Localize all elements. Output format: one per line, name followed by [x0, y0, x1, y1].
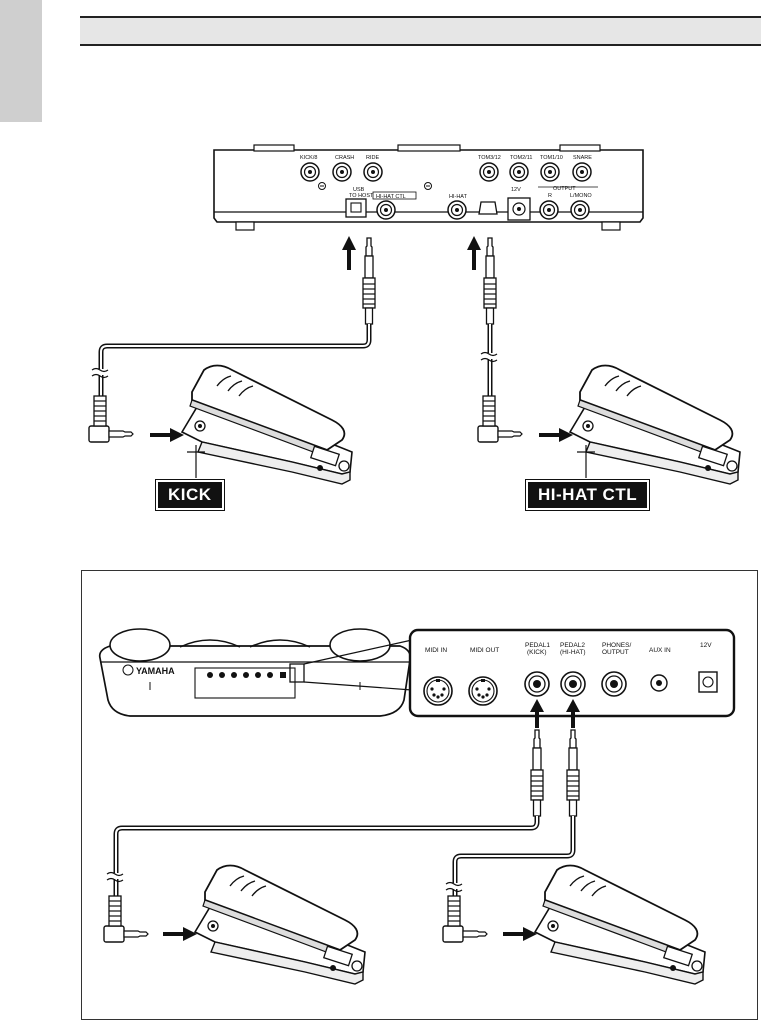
jack-kick[interactable]: [300, 162, 320, 182]
jack-label-snare: SNARE: [573, 155, 592, 161]
plug-pedal2: [566, 729, 580, 817]
jack-hihat-ctl[interactable]: [376, 200, 396, 220]
section-side-tab: [0, 0, 42, 122]
pedal1-jack[interactable]: [524, 671, 550, 697]
pedal1-label: PEDAL1: [525, 642, 550, 649]
jack-label-tom2: TOM2/11: [510, 155, 532, 161]
pedal2-jack[interactable]: [560, 671, 586, 697]
bottom-connection-panel: YAMAHA MIDI IN MIDI OUT PEDAL1 (KICK) PE…: [81, 570, 758, 1020]
phones-sub-label: OUTPUT: [602, 649, 629, 656]
jack-hihat[interactable]: [447, 200, 467, 220]
aux-in-jack[interactable]: [650, 674, 668, 692]
plug-pedal1: [530, 729, 544, 817]
aux-in-label: AUX IN: [649, 647, 671, 654]
midi-out-jack[interactable]: [468, 676, 498, 706]
jack-output-l[interactable]: [570, 200, 590, 220]
bottom-connection-diagram: YAMAHA MIDI IN MIDI OUT PEDAL1 (KICK) PE…: [98, 628, 736, 985]
hihat-ctl-pedal: [569, 364, 741, 485]
hihat-ctl-label-box: HI-HAT CTL: [524, 479, 651, 511]
brand-label: YAMAHA: [136, 666, 175, 676]
power-jack-small[interactable]: [698, 671, 718, 693]
angle-plug-kick: [88, 395, 134, 443]
midi-out-label: MIDI OUT: [470, 647, 499, 654]
jack-label-crash: CRASH: [335, 155, 354, 161]
jack-snare[interactable]: [572, 162, 592, 182]
arrow-up-icon: [342, 236, 481, 270]
jack-label-tom3: TOM3/12: [478, 155, 501, 161]
midi-in-jack[interactable]: [423, 676, 453, 706]
output-r-label: R: [548, 193, 552, 199]
pedal2-sub-label: (HI-HAT): [560, 649, 586, 656]
jack-label-kick: KICK/8: [300, 155, 317, 161]
jack-tom1[interactable]: [540, 162, 560, 182]
zoom-jack-labels: MIDI IN MIDI OUT PEDAL1 (KICK) PEDAL2 (H…: [425, 642, 712, 656]
output-label: OUTPUT: [553, 186, 576, 192]
pedal2-label: PEDAL2: [560, 642, 585, 649]
power-jack-label: 12V: [511, 187, 521, 193]
top-connection-diagram: KICK/8 CRASH RIDE TOM3/12 TOM2/11 TOM1/1…: [88, 144, 741, 485]
usb-to-host-label: TO HOST: [349, 193, 374, 199]
usb-sub-label: USB: [353, 187, 365, 193]
hihat-ctl-jack-label: HI-HAT CTL: [376, 194, 406, 200]
pedal-right: [534, 864, 706, 985]
screw-icon: [318, 182, 432, 190]
plug-kick: [362, 237, 376, 325]
cord-hook: [478, 201, 498, 215]
jack-tom3[interactable]: [479, 162, 499, 182]
jack-crash[interactable]: [332, 162, 352, 182]
plug-hihat-ctl: [483, 237, 497, 325]
pedal-left: [194, 864, 366, 985]
phones-output-jack[interactable]: [601, 671, 627, 697]
kick-pedal: [181, 364, 353, 485]
jack-output-r[interactable]: [539, 200, 559, 220]
jack-label-tom1: TOM1/10: [540, 155, 563, 161]
top-jack-labels: KICK/8 CRASH RIDE TOM3/12 TOM2/11 TOM1/1…: [300, 155, 592, 161]
kick-label-box: KICK: [155, 479, 225, 511]
arrow-up-icon: [530, 699, 580, 728]
midi-in-label: MIDI IN: [425, 647, 447, 654]
jack-tom2[interactable]: [509, 162, 529, 182]
phones-label: PHONES/: [602, 642, 631, 649]
angle-plug-hihat-ctl: [477, 395, 523, 443]
jack-label-ride: RIDE: [366, 155, 379, 161]
output-l-label: L/MONO: [570, 193, 592, 199]
arrow-right-icon: [150, 428, 573, 442]
jack-ride[interactable]: [363, 162, 383, 182]
angle-plug-pedal1: [103, 895, 149, 943]
power-label: 12V: [700, 642, 712, 649]
angle-plug-pedal2: [442, 895, 488, 943]
hihat-jack-label: HI-HAT: [449, 194, 468, 200]
section-header-band: [80, 16, 761, 46]
pedal1-sub-label: (KICK): [527, 649, 547, 656]
arrow-right-icon: [163, 927, 537, 941]
